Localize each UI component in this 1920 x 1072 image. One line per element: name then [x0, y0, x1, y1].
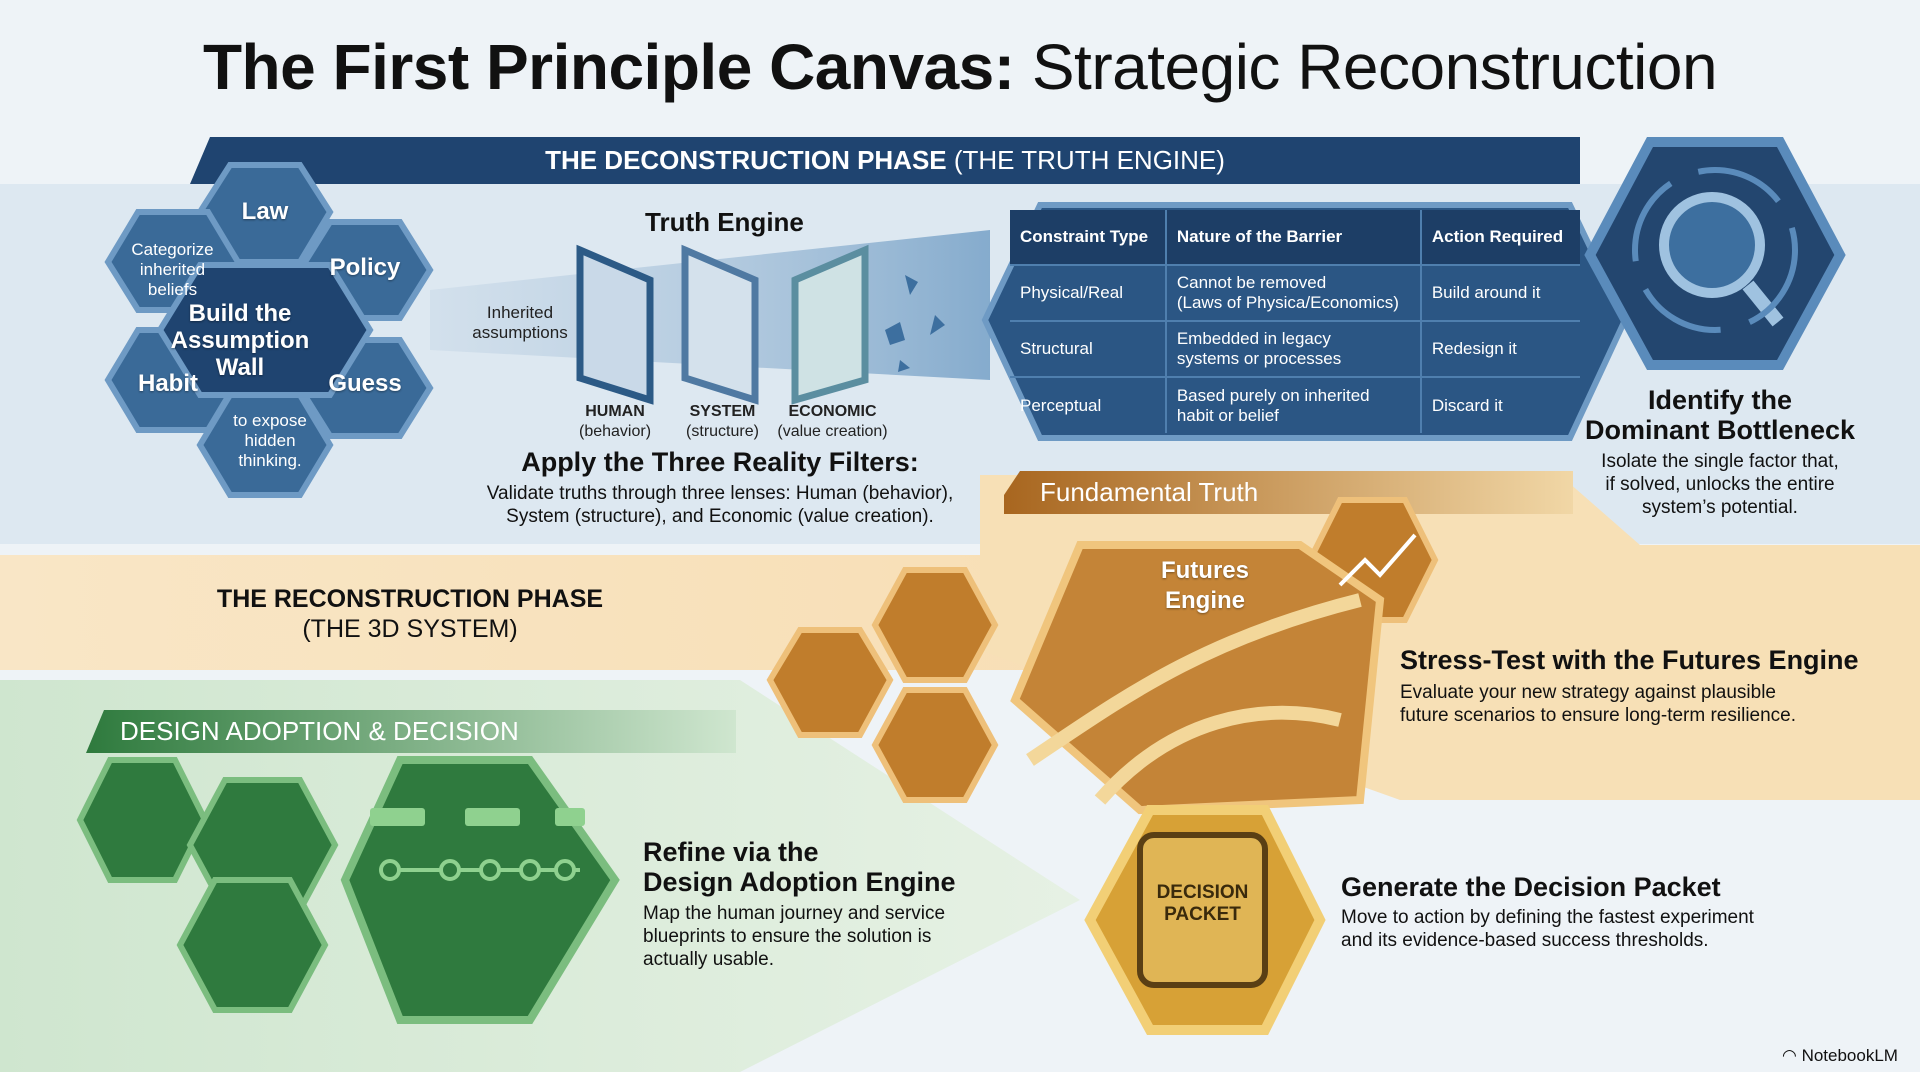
page-title: The First Principle Canvas: Strategic Re…: [202, 31, 1718, 103]
reconstruction-title: THE RECONSTRUCTION PHASE(THE 3D SYSTEM): [216, 585, 604, 643]
column-header: Nature of the Barrier: [1164, 210, 1421, 265]
design-adoption-banner: DESIGN ADOPTION & DECISION: [120, 716, 519, 746]
column-header: Constraint Type: [1010, 210, 1166, 265]
hex-habit: Habit: [138, 370, 198, 397]
generate-title: Generate the Decision Packet: [1341, 872, 1721, 902]
filter-system: SYSTEM(structure): [686, 403, 759, 440]
truth-engine-title: Truth Engine: [645, 207, 804, 237]
fundamental-truth-banner: Fundamental Truth: [1040, 477, 1259, 507]
apply-filters-desc: Validate truths through three lenses: Hu…: [486, 483, 954, 527]
notebooklm-watermark: ◠ NotebookLM: [1782, 1046, 1898, 1065]
table-cell: Cannot be removed(Laws of Physica/Econom…: [1164, 264, 1421, 321]
hex-policy: Policy: [329, 254, 401, 281]
apply-filters-title: Apply the Three Reality Filters:: [521, 447, 919, 477]
hex-guess: Guess: [328, 370, 402, 397]
stress-test-title: Stress-Test with the Futures Engine: [1400, 645, 1859, 675]
table-cell: Physical/Real: [1010, 264, 1166, 321]
table-cell: Discard it: [1419, 376, 1580, 433]
bottleneck-desc: Isolate the single factor that,if solved…: [1601, 451, 1839, 518]
deconstruction-banner: THE DECONSTRUCTION PHASE (THE TRUTH ENGI…: [545, 145, 1225, 175]
column-header: Action Required: [1419, 210, 1580, 265]
table-cell: Build around it: [1419, 264, 1580, 321]
notebooklm-icon: ◠: [1782, 1046, 1802, 1065]
table-cell: Redesign it: [1419, 320, 1580, 377]
table-cell: Perceptual: [1010, 376, 1166, 433]
stress-test-desc: Evaluate your new strategy against plaus…: [1400, 682, 1797, 726]
table-cell: Structural: [1010, 320, 1166, 377]
hex-law: Law: [241, 198, 289, 225]
filter-human: HUMAN(behavior): [578, 403, 652, 440]
filter-economic: ECONOMIC(value creation): [777, 403, 888, 440]
generate-desc: Move to action by defining the fastest e…: [1341, 907, 1754, 951]
